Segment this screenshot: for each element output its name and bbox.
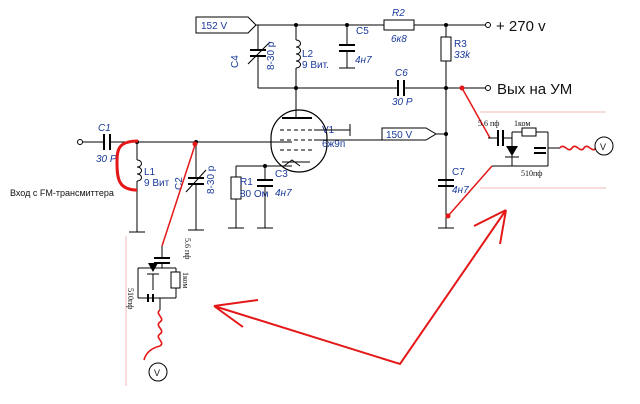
label-input: Вход с FM-трансмиттера (10, 188, 114, 198)
label-c7-value: 4н7 (452, 185, 469, 196)
label-r2-value: 6к8 (391, 34, 407, 45)
trimmer-arrow (247, 41, 271, 65)
label-det1-c2: 510пф (126, 288, 135, 309)
label-out: Вых на УМ (497, 81, 572, 98)
detector-probe-right (488, 127, 597, 167)
label-c6: C6 (395, 68, 408, 79)
probe-point (459, 85, 465, 91)
label-det2-r: 1ком (514, 119, 530, 128)
label-det1-r: 1ком (181, 272, 190, 288)
label-c2-value: 8-30 р (206, 165, 217, 194)
label-c4-value: 8-30 р (266, 41, 277, 70)
probe-lead (447, 165, 493, 217)
voltmeter-icon (148, 362, 168, 382)
label-r3: R3 (454, 39, 467, 50)
label-r3-value: 33k (454, 50, 471, 61)
trimmer-arrow (185, 169, 207, 193)
label-c4: C4 (230, 55, 241, 68)
label-c5-value: 4н7 (355, 55, 372, 66)
probe-point (445, 213, 451, 219)
label-r2: R2 (392, 8, 405, 19)
voltmeter-icon (594, 136, 614, 156)
label-det2-c: 5.6 пф (478, 119, 499, 128)
terminal-out (485, 85, 491, 91)
label-r1-value: 80 Ом (240, 189, 269, 200)
label-c3-value: 4н7 (275, 188, 292, 199)
label-c1-value: 30 P (96, 154, 117, 165)
label-c5: C5 (356, 26, 369, 37)
supply-flag-152v (195, 16, 257, 34)
diode-icon (505, 146, 519, 158)
label-l1: L1 (144, 167, 156, 178)
node (444, 132, 448, 136)
label-c6-value: 30 P (392, 97, 413, 108)
supply-flag-150v (381, 127, 437, 141)
coil-icon (136, 159, 142, 182)
label-270v: + 270 v (496, 18, 546, 35)
resistor-r3 (440, 36, 452, 62)
detector-probe-left (137, 246, 181, 361)
label-meter-right: V (600, 142, 606, 152)
label-c2: C2 (174, 177, 185, 190)
label-det1-c: 5.6 пф (183, 238, 192, 259)
label-152v: 152 V (201, 21, 227, 32)
label-l2: L2 (302, 49, 314, 60)
vacuum-tube-icon (270, 88, 328, 173)
label-c1: C1 (98, 123, 111, 134)
label-v1-type: 6ж9п (322, 139, 345, 150)
label-c7: C7 (452, 167, 465, 178)
arrow-annotation (213, 209, 507, 366)
label-l2-value: 9 Вит. (302, 60, 329, 71)
label-l1-value: 9 Вит (144, 178, 170, 189)
terminal-input (77, 139, 83, 145)
probe-lead (161, 144, 196, 247)
coil-icon (295, 39, 301, 69)
probe-point (192, 141, 198, 147)
label-meter-left: V (154, 368, 160, 378)
probe-lead (461, 87, 491, 139)
label-c3: C3 (275, 169, 288, 180)
label-r1: R1 (240, 177, 253, 188)
label-det2-c2: 510пф (521, 169, 542, 178)
input-coupling-loop (115, 139, 139, 192)
label-150v: 150 V (386, 130, 412, 141)
terminal-270v (485, 22, 491, 28)
resistor-r2 (383, 19, 415, 31)
